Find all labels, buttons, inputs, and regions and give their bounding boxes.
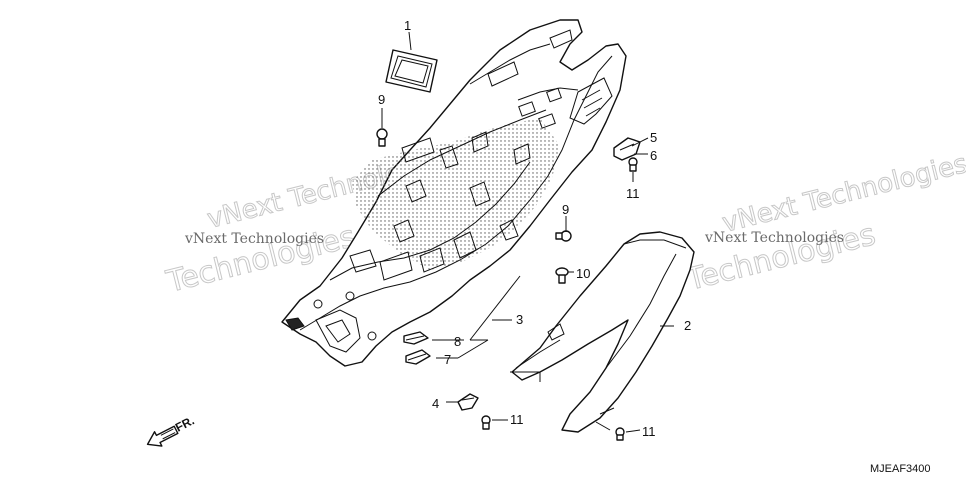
callout-1: 1 <box>404 18 411 33</box>
callout-5: 5 <box>650 130 657 145</box>
callout-2: 2 <box>684 318 691 333</box>
callout-11-lower: 11 <box>642 424 656 439</box>
callout-4: 4 <box>432 396 439 411</box>
watermark-text-right: vNext Technologies <box>704 230 844 246</box>
part-3-rear-fender <box>281 19 627 367</box>
part-8-tab <box>403 331 429 345</box>
callout-3: 3 <box>516 312 523 327</box>
part-2-rear-panel <box>511 231 695 433</box>
diagram-code: MJEAF3400 <box>870 463 931 475</box>
bolt-9-upper <box>376 128 388 147</box>
direction-indicator: FR. <box>146 413 197 447</box>
callout-10: 10 <box>576 266 590 281</box>
part-1-seal <box>385 49 438 93</box>
screw-10 <box>555 267 569 284</box>
part-5-6-clip <box>613 137 641 161</box>
screw-11-lower <box>615 427 625 441</box>
direction-arrow-icon <box>146 425 179 447</box>
watermark-text-left: vNext Technologies <box>184 231 324 247</box>
leader-lines <box>381 31 674 433</box>
part-7-tab <box>405 349 431 365</box>
callout-9-lower: 9 <box>562 202 569 217</box>
bolt-9-lower <box>555 230 572 242</box>
part-4-clip <box>457 393 479 411</box>
callout-11-upper: 11 <box>626 186 640 201</box>
screw-11-mid <box>481 415 491 430</box>
callout-6: 6 <box>650 148 657 163</box>
callout-9-upper: 9 <box>378 92 385 107</box>
callout-8: 8 <box>454 334 461 349</box>
callout-11-mid: 11 <box>510 412 524 427</box>
watermark-right: vNext Technologies Technologies vNext Te… <box>682 148 966 298</box>
screw-11-upper <box>628 157 638 172</box>
callout-7: 7 <box>444 352 451 367</box>
